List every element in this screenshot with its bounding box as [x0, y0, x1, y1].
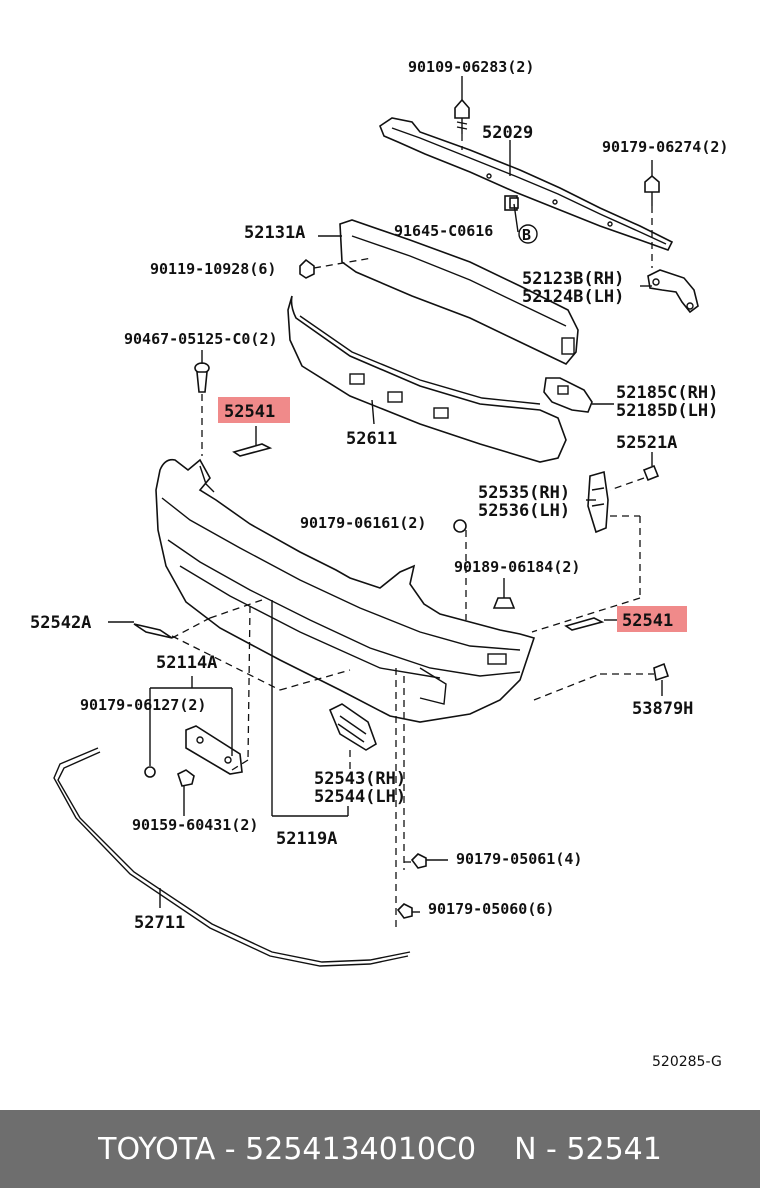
seal-52542a-drawing [133, 623, 173, 639]
label-52544: 52544(LH) [314, 787, 406, 807]
label-90467-05125: 90467-05125-C0(2) [124, 330, 278, 348]
bolt-90179-06274-icon [644, 174, 660, 206]
label-52611: 52611 [346, 429, 397, 449]
label-90179-06274: 90179-06274(2) [602, 138, 728, 156]
label-90189-06184: 90189-06184(2) [454, 558, 580, 576]
clip-90189-icon [492, 597, 516, 609]
label-52711: 52711 [134, 913, 185, 933]
highlight-52541-right [617, 606, 687, 632]
reinforcement-52131a-drawing [339, 219, 579, 365]
callout-b-label: B [522, 226, 531, 244]
label-90179-05060: 90179-05060(6) [428, 900, 554, 918]
label-52541-top: 52541 [224, 402, 275, 422]
label-52185c: 52185C(RH) [616, 383, 718, 403]
screw-90179-05061-icon [410, 853, 427, 869]
label-52185d: 52185D(LH) [616, 401, 718, 421]
screw-90179-06127-icon [144, 766, 156, 778]
label-52542a: 52542A [30, 613, 91, 633]
leader-lines [108, 76, 663, 930]
label-52124b: 52124B(LH) [522, 287, 624, 307]
label-52535: 52535(RH) [478, 483, 570, 503]
retainer-52535-drawing [587, 470, 609, 534]
label-52119a: 52119A [276, 829, 337, 849]
retainer-52114a-drawing [185, 725, 243, 775]
seal-52541-left-drawing [232, 443, 273, 457]
bolt-90119-icon [299, 258, 315, 279]
bumper-cover-52119a-drawing [155, 458, 536, 723]
drawing-code: 520285-G [652, 1054, 722, 1070]
screw-90179-05060-icon [396, 903, 413, 919]
label-90179-05061: 90179-05061(4) [456, 850, 582, 868]
label-52131a: 52131A [244, 223, 305, 243]
retainer-52521a-icon [642, 464, 660, 482]
bolt-90109-icon [454, 98, 470, 134]
bolt-90159-icon [177, 769, 195, 787]
highlight-52541-top [218, 397, 290, 423]
bracket-52123b-drawing [647, 269, 699, 314]
label-52123b: 52123B(RH) [522, 269, 624, 289]
label-52543: 52543(RH) [314, 769, 406, 789]
label-91645-c0616: 91645-C0616 [394, 222, 493, 240]
footer-reference: N - 52541 [514, 1131, 662, 1167]
label-52521a: 52521A [616, 433, 677, 453]
label-90179-06161: 90179-06161(2) [300, 514, 426, 532]
nut-90179-06161-icon [453, 519, 467, 533]
molding-52711-drawing [53, 747, 411, 967]
seal-52541-right-drawing [564, 617, 605, 631]
footer-part-number: TOYOTA - 5254134010C0 [98, 1131, 477, 1167]
clip-90467-icon [194, 362, 210, 393]
cover-52543-drawing [328, 703, 377, 751]
label-52114a: 52114A [156, 653, 217, 673]
footer-bar: TOYOTA - 5254134010C0 N - 52541 [0, 1110, 760, 1188]
label-90109-06283: 90109-06283(2) [408, 58, 534, 76]
label-52029: 52029 [482, 123, 533, 143]
label-90179-06127: 90179-06127(2) [80, 696, 206, 714]
absorber-52611-drawing [287, 295, 567, 463]
label-52536: 52536(LH) [478, 501, 570, 521]
label-90119-10928: 90119-10928(6) [150, 260, 276, 278]
label-53879h: 53879H [632, 699, 693, 719]
support-52185c-drawing [543, 377, 593, 413]
callout-b-icon: B [518, 224, 538, 244]
parts-diagram: 90109-06283(2) 52029 90179-06274(2) 5213… [30, 58, 728, 1070]
label-52541-right: 52541 [622, 611, 673, 631]
label-90159-60431: 90159-60431(2) [132, 816, 258, 834]
clip-53879h-icon [653, 662, 670, 682]
